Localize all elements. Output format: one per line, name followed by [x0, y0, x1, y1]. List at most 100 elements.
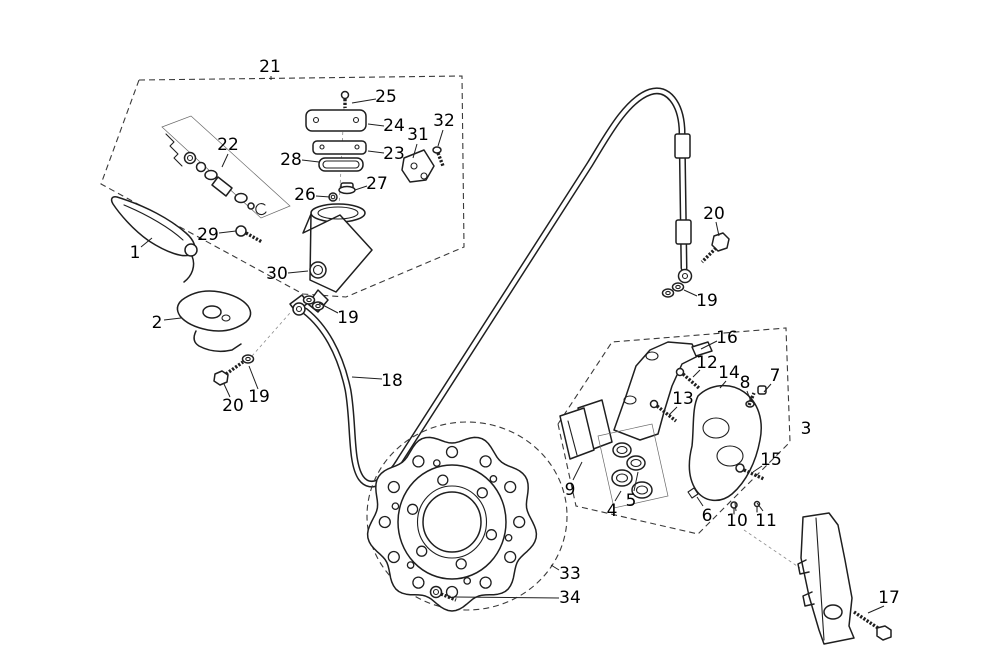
cap-hole-left [312, 116, 320, 124]
lever-tail [183, 255, 195, 283]
callout-leader-24 [367, 123, 385, 127]
piston-seal-1 [612, 442, 632, 458]
disc-bolt-holes [406, 474, 498, 570]
callout-leader-1 [140, 237, 153, 248]
washer-right-1-hole [675, 284, 681, 290]
disc-mount-hole [416, 545, 428, 557]
callout-20a: 20 [222, 396, 244, 416]
bracket-hole-lower [623, 395, 637, 405]
callout-20b: 20 [703, 204, 725, 224]
disc-band-hole [513, 515, 526, 529]
callout-21: 21 [259, 57, 281, 77]
lever-blade [110, 196, 196, 257]
callout-3: 3 [801, 419, 812, 439]
callout-leader-23 [367, 150, 385, 154]
callout-26: 26 [294, 185, 316, 205]
callout-leader-6 [696, 496, 704, 507]
lever-pivot-boss [184, 243, 198, 257]
bleeder-cap [757, 385, 767, 395]
callout-leader-16 [700, 340, 718, 350]
disc-mount-hole [455, 558, 467, 570]
callout-leader-19b [248, 365, 259, 390]
callout-19c: 19 [696, 291, 718, 311]
clamp-plate [401, 149, 435, 183]
callout-22: 22 [217, 135, 239, 155]
disc-bolt-shaft [440, 592, 457, 602]
disc-band-hole [387, 480, 400, 494]
washer-large-hole [186, 154, 194, 162]
caliper-piston-1-face [615, 473, 629, 483]
slide-pin-13-shaft [655, 404, 678, 423]
callout-leader-17 [867, 605, 885, 614]
hose-crimp-lower [675, 219, 692, 245]
bolt-shaft [700, 246, 718, 264]
callout-29: 29 [197, 225, 219, 245]
callout-1: 1 [130, 243, 141, 263]
cup-seal [204, 169, 218, 181]
callout-17: 17 [878, 588, 900, 608]
callout-24: 24 [383, 116, 405, 136]
float [338, 185, 356, 195]
cap-hole-right [352, 116, 360, 124]
washer-small [195, 161, 207, 173]
slide-pin-12-shaft [681, 372, 702, 391]
callout-leader-20a [223, 383, 231, 398]
callout-7: 7 [770, 366, 781, 386]
piston-seal-2 [626, 455, 646, 471]
caliper-piston-2-face [635, 485, 649, 495]
bolt-head [711, 232, 730, 252]
caliper-bore-1 [702, 417, 730, 439]
disc-bolt-head [429, 585, 443, 599]
callout-18: 18 [381, 371, 403, 391]
callout-leader-33 [550, 564, 560, 571]
spring [165, 133, 183, 167]
grommet [328, 192, 338, 202]
callout-16: 16 [716, 328, 738, 348]
boot [247, 202, 255, 210]
reservoir-cap [305, 109, 367, 132]
callout-leader-34 [454, 596, 560, 599]
callout-leader-12 [692, 369, 701, 378]
callout-leader-19a [318, 302, 339, 314]
callout-19a: 19 [337, 308, 359, 328]
callout-leader-29 [218, 230, 237, 234]
caliper-bore-2 [716, 445, 744, 467]
banjo-eye-left-hole [295, 305, 303, 313]
disc-bolt [429, 585, 457, 602]
washer-upper-left-hole [306, 297, 312, 303]
disc-band-hole [387, 550, 400, 564]
adjuster-rod [235, 225, 263, 244]
callout-31: 31 [407, 125, 429, 145]
callout-leader-7 [763, 383, 772, 393]
callout-6: 6 [702, 506, 713, 526]
callout-leader-4 [614, 490, 622, 502]
disc-mount-hole [437, 474, 449, 486]
hose-crimp-upper [674, 133, 691, 159]
bracket-hole-upper [645, 351, 659, 361]
callout-34: 34 [559, 588, 581, 608]
kit-outline [161, 115, 291, 219]
banjo-bolt-left [213, 354, 255, 386]
slide-pin-12-head [675, 367, 685, 377]
caliper-lug-lower [802, 591, 815, 607]
callout-10: 10 [726, 511, 748, 531]
cap-screw-head [340, 90, 350, 100]
caliper-housing [688, 384, 762, 502]
screw-10 [730, 501, 738, 509]
disc-band-hole [378, 515, 391, 529]
callout-23: 23 [383, 144, 405, 164]
callout-25: 25 [375, 87, 397, 107]
callout-5: 5 [626, 491, 637, 511]
seal-kit-outline [597, 423, 669, 509]
disc-hub-flange [416, 485, 488, 559]
disc-outer-wave [366, 436, 538, 612]
callout-leader-20b [715, 221, 720, 237]
adjuster-knob [235, 225, 247, 237]
piston-seal-1-inner [616, 445, 628, 455]
disc-band-inner-edge [397, 464, 507, 580]
callout-leader-10 [734, 502, 737, 512]
diaphragm-inner [322, 160, 360, 169]
washer-hole [245, 356, 251, 362]
master-cylinder [302, 107, 373, 313]
